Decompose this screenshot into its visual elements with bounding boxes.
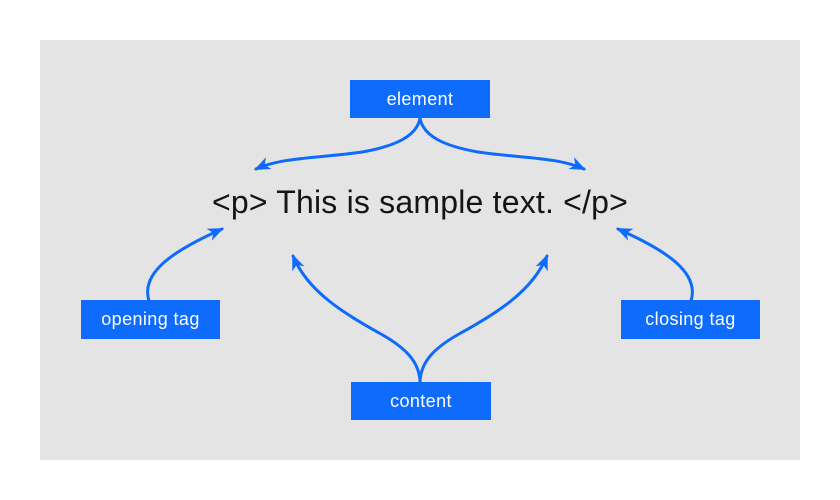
opening-tag-label-box: opening tag bbox=[81, 300, 220, 339]
element-label-box: element bbox=[350, 80, 490, 118]
content-label-box: content bbox=[351, 382, 491, 420]
sample-code-text: <p> This is sample text. </p> bbox=[211, 184, 629, 220]
closing-tag-label-box: closing tag bbox=[621, 300, 760, 339]
